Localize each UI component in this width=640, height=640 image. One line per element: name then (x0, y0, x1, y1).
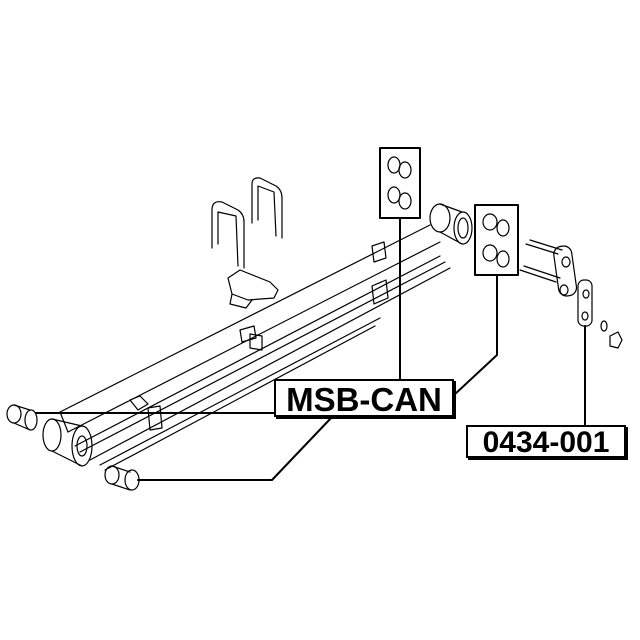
front-eye (42, 418, 93, 467)
washer (600, 320, 608, 332)
center-bolt-nut (249, 333, 263, 351)
shackle-bolt-plate (519, 239, 578, 297)
spring-pad (227, 269, 279, 309)
rear-eye (429, 203, 473, 245)
shackle-plate (577, 279, 593, 327)
leaf-spring (59, 224, 451, 471)
leader-lines (35, 217, 586, 481)
u-bolt (211, 201, 245, 269)
front-eye-bushing (6, 404, 38, 431)
shackle-bushing-upper-pair (379, 147, 421, 219)
part-number-label-0434-001: 0434-001 (466, 425, 626, 458)
u-bolt (251, 177, 283, 239)
shackle-bushing-lower-pair (474, 204, 519, 276)
nut (609, 331, 623, 349)
part-number-label-msb-can: MSB-CAN (274, 379, 454, 417)
rear-eye-bushing (104, 465, 140, 491)
